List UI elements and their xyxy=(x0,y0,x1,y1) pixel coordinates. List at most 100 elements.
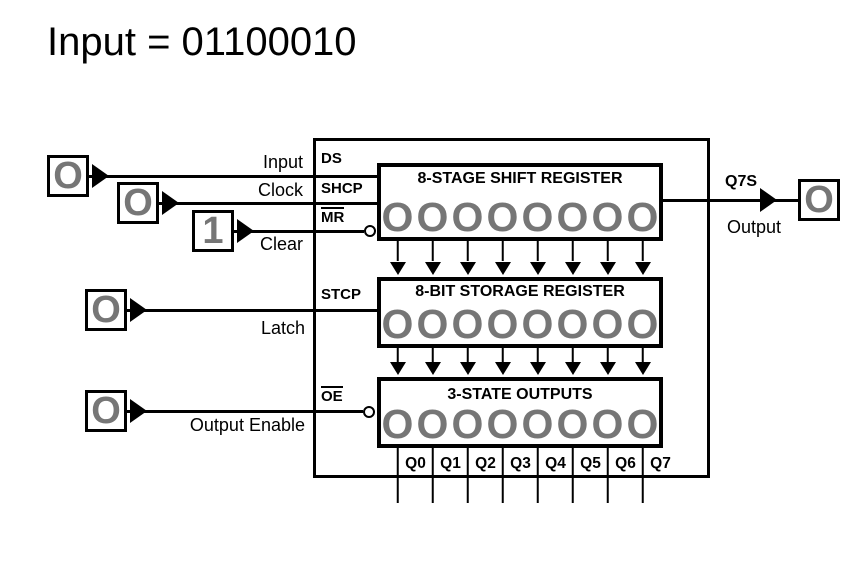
tristate-bit: O xyxy=(486,401,519,447)
storage-bit: O xyxy=(556,301,589,347)
pin-ds: DS xyxy=(321,150,342,167)
input-arrow-icon xyxy=(92,164,109,188)
storage-to-tristate-arrows xyxy=(380,348,660,377)
down-arrow-icon xyxy=(590,241,625,277)
latch-label: Latch xyxy=(260,318,305,338)
storage-bit: O xyxy=(521,301,554,347)
down-arrow-icon xyxy=(520,241,555,277)
down-arrow-icon xyxy=(380,348,415,377)
down-arrow-icon xyxy=(415,241,450,277)
latch-arrow-icon xyxy=(130,298,147,322)
pin-q4: Q4 xyxy=(545,455,566,472)
tristate-bit: O xyxy=(626,401,659,447)
oe-inversion-bubble-icon xyxy=(363,406,375,418)
pin-oe: OE xyxy=(321,386,343,405)
pin-q3: Q3 xyxy=(510,455,531,472)
pin-q7: Q7 xyxy=(650,455,671,472)
clock-label: Clock xyxy=(257,180,303,200)
storage-bit: O xyxy=(486,301,519,347)
pin-mr-label: MR xyxy=(321,207,345,226)
storage-bit: O xyxy=(451,301,484,347)
page-title: Input = 01100010 xyxy=(47,20,357,64)
clear-arrow-icon xyxy=(237,219,254,243)
clear-bit-value: 1 xyxy=(202,210,224,252)
shift-bit: O xyxy=(521,194,554,240)
q7s-output-wire xyxy=(663,199,798,202)
output-enable-wire xyxy=(126,410,363,413)
pin-q0: Q0 xyxy=(405,455,426,472)
output-enable-bit-value: O xyxy=(91,390,121,432)
shift-to-storage-arrows xyxy=(380,241,660,277)
output-enable-bit-box: O xyxy=(85,390,127,432)
input-wire xyxy=(88,175,377,178)
down-arrow-icon xyxy=(555,348,590,377)
pin-q1: Q1 xyxy=(440,455,461,472)
shift-register-title: 8-STAGE SHIFT REGISTER xyxy=(417,170,623,187)
pin-q5: Q5 xyxy=(580,455,601,472)
clock-arrow-icon xyxy=(162,191,179,215)
pin-mr: MR xyxy=(321,207,345,226)
pin-q6: Q6 xyxy=(615,455,636,472)
output-bit-box: O xyxy=(798,179,840,221)
pin-q2: Q2 xyxy=(475,455,496,472)
storage-register-block xyxy=(377,277,663,348)
down-arrow-icon xyxy=(485,241,520,277)
down-arrow-icon xyxy=(415,348,450,377)
clear-label: Clear xyxy=(259,234,303,254)
pin-oe-label: OE xyxy=(321,386,343,405)
storage-bit: O xyxy=(381,301,414,347)
q7s-pin-label: Q7S xyxy=(725,173,758,190)
shift-register-block xyxy=(377,163,663,241)
input-bit-value: O xyxy=(53,155,83,197)
shift-bit: O xyxy=(451,194,484,240)
tristate-output-bits: O O O O O O O O xyxy=(380,404,660,445)
pin-shcp: SHCP xyxy=(321,180,363,197)
tristate-bit: O xyxy=(521,401,554,447)
storage-bit: O xyxy=(591,301,624,347)
shift-bit: O xyxy=(381,194,414,240)
tristate-outputs-block xyxy=(377,377,663,448)
down-arrow-icon xyxy=(625,348,660,377)
storage-bit: O xyxy=(416,301,449,347)
down-arrow-icon xyxy=(380,241,415,277)
down-arrow-icon xyxy=(555,241,590,277)
clock-bit-value: O xyxy=(123,182,153,224)
tristate-bit: O xyxy=(381,401,414,447)
shift-bit: O xyxy=(486,194,519,240)
q7s-arrow-icon xyxy=(760,188,777,212)
output-bit-value: O xyxy=(804,179,834,221)
shift-bit: O xyxy=(591,194,624,240)
latch-bit-value: O xyxy=(91,289,121,331)
latch-bit-box: O xyxy=(85,289,127,331)
mr-inversion-bubble-icon xyxy=(364,225,376,237)
clock-bit-box: O xyxy=(117,182,159,224)
clear-wire xyxy=(233,230,364,233)
shift-bit: O xyxy=(556,194,589,240)
storage-register-bits: O O O O O O O O xyxy=(380,304,660,345)
down-arrow-icon xyxy=(450,348,485,377)
down-arrow-icon xyxy=(450,241,485,277)
down-arrow-icon xyxy=(485,348,520,377)
shift-bit: O xyxy=(626,194,659,240)
tristate-bit: O xyxy=(556,401,589,447)
down-arrow-icon xyxy=(625,241,660,277)
output-label: Output xyxy=(727,217,782,237)
output-enable-arrow-icon xyxy=(130,399,147,423)
down-arrow-icon xyxy=(520,348,555,377)
clock-wire xyxy=(158,202,377,205)
tristate-outputs-title: 3-STATE OUTPUTS xyxy=(447,386,593,403)
tristate-bit: O xyxy=(416,401,449,447)
latch-wire xyxy=(126,309,377,312)
storage-register-title: 8-BIT STORAGE REGISTER xyxy=(415,283,625,300)
clear-bit-box: 1 xyxy=(192,210,234,252)
input-bit-box: O xyxy=(47,155,89,197)
q-pin-labels: Q0 Q1 Q2 Q3 Q4 Q5 Q6 Q7 xyxy=(398,452,678,476)
pin-stcp: STCP xyxy=(321,286,362,303)
shift-bit: O xyxy=(416,194,449,240)
input-label: Input xyxy=(262,152,303,172)
tristate-bit: O xyxy=(591,401,624,447)
shift-register-bits: O O O O O O O O xyxy=(380,197,660,238)
output-enable-label: Output Enable xyxy=(189,415,305,435)
down-arrow-icon xyxy=(590,348,625,377)
